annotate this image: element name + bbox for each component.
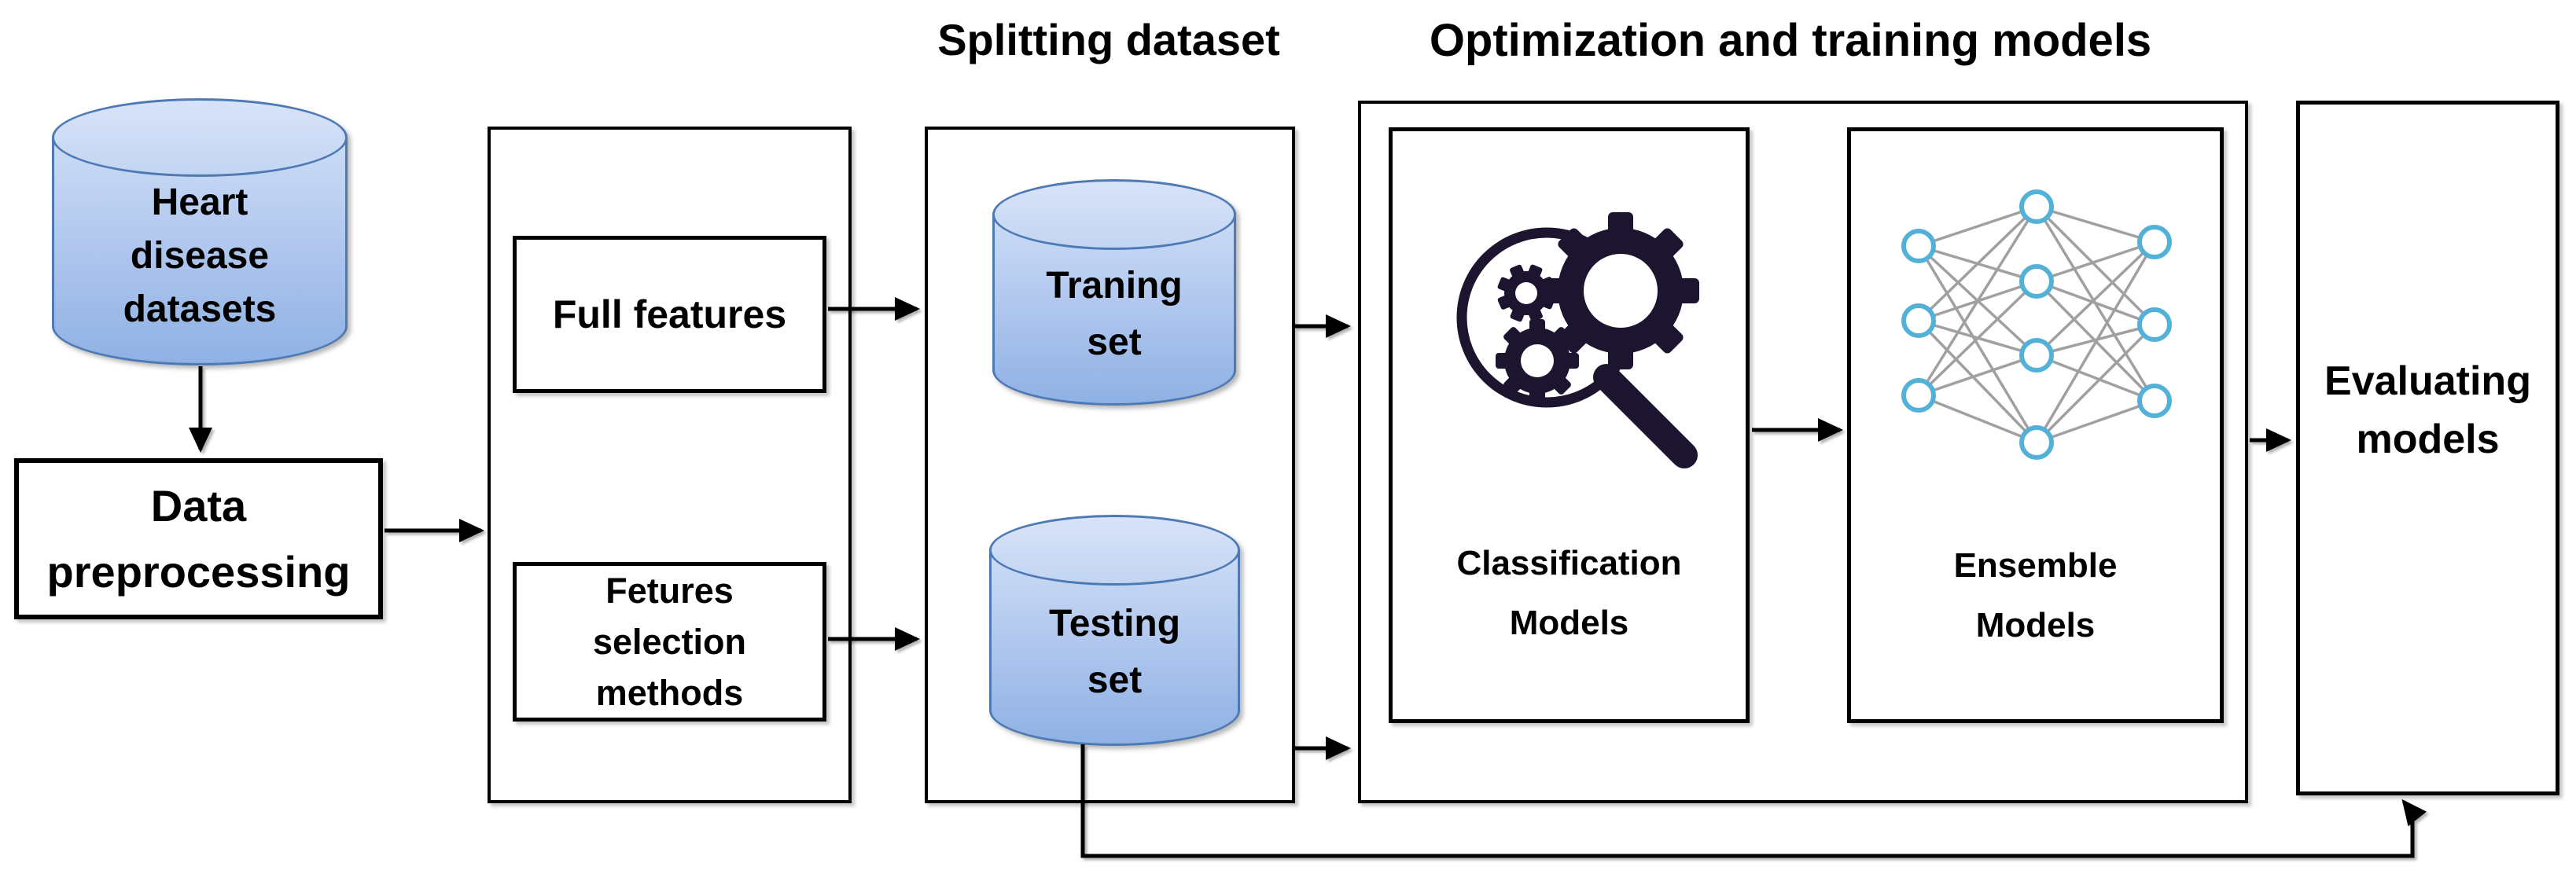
- data-preprocessing-box: Data preprocessing: [14, 458, 383, 619]
- training-label-line2: set: [1087, 321, 1142, 363]
- training-set-label: Traning set: [992, 229, 1236, 399]
- ensemble-label-line2: Models: [1975, 606, 2096, 644]
- heart-datasets-label: Heart disease datasets: [52, 153, 348, 359]
- feature-selection-label-line3: methods: [595, 673, 744, 713]
- feature-selection-label-line1: Fetures: [605, 571, 734, 611]
- heart-label-line3: datasets: [123, 288, 277, 330]
- classification-models-box: Classification Models: [1389, 127, 1750, 723]
- evaluating-models-label: Evaluating models: [2300, 352, 2556, 468]
- database-cylinder-top: [992, 179, 1236, 250]
- database-cylinder-top: [989, 515, 1240, 586]
- feature-selection-label-line2: selection: [592, 622, 747, 662]
- full-features-label: Full features: [552, 292, 787, 336]
- ensemble-models-label: Ensemble Models: [1851, 536, 2220, 656]
- data-preprocessing-label-line1: Data: [150, 480, 247, 531]
- gear-medium-icon: [1496, 319, 1579, 402]
- evaluating-models-box: Evaluating models: [2296, 101, 2559, 795]
- ensemble-label-line1: Ensemble: [1953, 546, 2118, 585]
- classification-label-line1: Classification: [1456, 544, 1682, 582]
- evaluating-label-line2: models: [2356, 417, 2500, 462]
- heart-disease-datasets-cylinder: Heart disease datasets: [52, 98, 348, 365]
- section-title-splitting-dataset: Splitting dataset: [937, 15, 1280, 64]
- magnifier-handle-icon: [1593, 364, 1698, 468]
- neural-network-icon: [1901, 189, 2172, 460]
- classification-models-label: Classification Models: [1393, 534, 1746, 653]
- heart-label-line2: disease: [130, 235, 270, 277]
- testing-label-line2: set: [1087, 659, 1143, 701]
- testing-set-label: Testing set: [989, 564, 1240, 740]
- neural-network-nodes: [1901, 189, 2172, 460]
- evaluating-label-line1: Evaluating: [2324, 358, 2531, 404]
- testing-set-cylinder: Testing set: [989, 515, 1240, 746]
- training-label-line1: Traning: [1046, 264, 1183, 307]
- heart-label-line1: Heart: [151, 182, 248, 223]
- feature-selection-methods-box: Fetures selection methods: [513, 562, 826, 722]
- full-features-box: Full features: [513, 236, 826, 393]
- neural-network-links: [1917, 205, 2156, 444]
- classification-label-line2: Models: [1509, 604, 1629, 642]
- database-cylinder-top: [52, 98, 348, 177]
- training-set-cylinder: Traning set: [992, 179, 1236, 406]
- data-preprocessing-label-line2: preprocessing: [46, 546, 351, 597]
- gear-small-icon: [1497, 264, 1555, 322]
- testing-label-line1: Testing: [1048, 602, 1181, 644]
- gears-magnifier-search-icon: [1456, 212, 1699, 468]
- section-title-optimization-training: Optimization and training models: [1429, 15, 2152, 66]
- ensemble-models-box: Ensemble Models: [1847, 127, 2224, 723]
- gear-large-icon: [1542, 212, 1699, 369]
